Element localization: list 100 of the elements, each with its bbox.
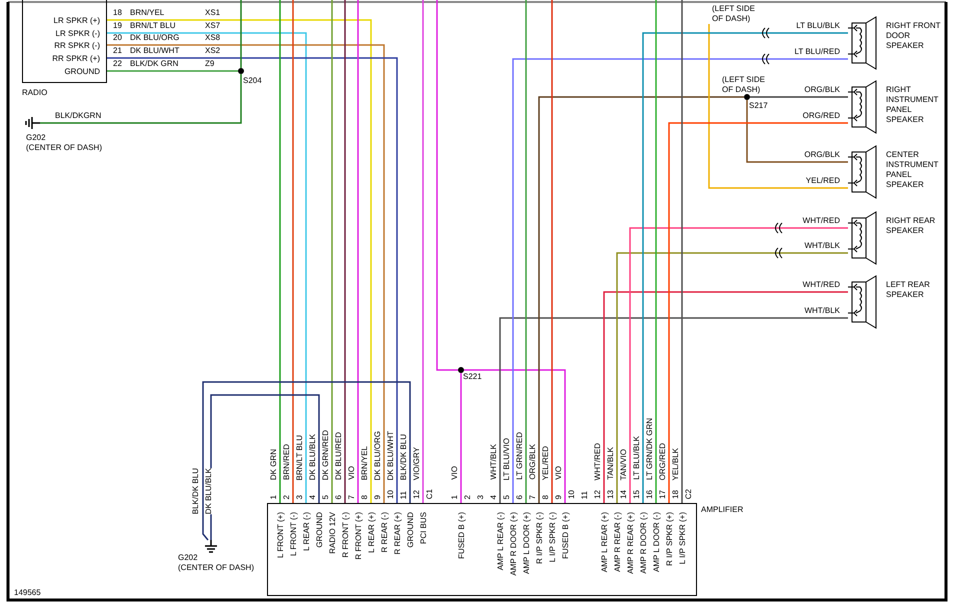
splice-label: S204 [243, 76, 262, 86]
wire [464, 369, 566, 503]
pin-number: 16 [645, 490, 655, 499]
pin-label: PCI BUS [419, 512, 429, 544]
pin-number: 22 [113, 59, 122, 69]
wire [708, 24, 848, 189]
wire-code: XS1 [205, 8, 220, 18]
figure-number: 149565 [14, 588, 41, 598]
wire [331, 0, 333, 503]
component-label: AMPLIFIER [701, 505, 744, 515]
wire-code: BRN/YEL [360, 446, 370, 480]
edge-label: WHT/RED [802, 216, 840, 226]
pin-label: R REAR (-) [380, 512, 390, 552]
pin-number: 1 [450, 494, 460, 499]
wire [668, 122, 848, 503]
location-note: (LEFT SIDE OF DASH) [708, 4, 764, 24]
pin-label: L REAR (-) [302, 512, 312, 551]
ground-label: G202 [26, 133, 46, 143]
wire [603, 291, 848, 503]
wire-code: YEL/RED [541, 446, 551, 480]
wire-code: DK GRN/RED [321, 430, 331, 480]
speaker-label: RIGHT REAR SPEAKER [886, 216, 936, 236]
splice-dot [744, 94, 750, 100]
pin-label: GROUND [64, 67, 100, 77]
speaker-label: LEFT REAR SPEAKER [886, 280, 931, 300]
wire-code: DK BLU/WHT [130, 46, 180, 56]
ground-label: G202 [178, 553, 198, 563]
pin-label: R FRONT (-) [341, 512, 351, 558]
wire-code: DK BLU/ORG [130, 33, 180, 43]
splice-label: S217 [749, 101, 768, 111]
wire [746, 100, 848, 163]
wire-code: DK BLU/ORG [373, 430, 383, 480]
edge-label: ORG/BLK [804, 85, 840, 95]
pin-number: 13 [606, 490, 616, 499]
pin-number: 3 [476, 494, 486, 499]
wire-code: BLK/DK GRN [130, 59, 178, 69]
ground-label: (CENTER OF DASH) [178, 563, 254, 573]
pin-number: 6 [334, 494, 344, 499]
wire-code: LT GRN/DK GRN [645, 418, 655, 480]
splice-dot [458, 367, 464, 373]
pin-label: AMP L REAR (-) [496, 512, 506, 570]
wire-code: XS7 [205, 21, 220, 31]
wire [202, 381, 411, 540]
wire-code: LT BLU/VIO [502, 438, 512, 480]
wire-code: VIO [554, 466, 564, 480]
wire-code: DK BLU/RED [334, 432, 344, 480]
pin-label: RR SPKR (+) [52, 54, 100, 64]
pin-number: 8 [360, 494, 370, 499]
pin-number: 12 [593, 490, 603, 499]
wire [525, 0, 527, 503]
pin-number: 17 [658, 490, 668, 499]
wire [240, 0, 242, 68]
pin-number: 4 [489, 494, 499, 499]
pin-number: C1 [425, 488, 435, 499]
edge-label: WHT/RED [802, 280, 840, 290]
wire-code: DK BLU/BLK [308, 434, 318, 480]
pin-number: 14 [619, 490, 629, 499]
pin-label: AMP L REAR (+) [600, 512, 610, 572]
wire [538, 96, 744, 503]
wire-code: WHT/BLK [489, 444, 499, 480]
pin-number: 9 [373, 494, 383, 499]
component-label: RADIO [22, 88, 48, 98]
pin-number: C2 [684, 488, 694, 499]
ground-label: (CENTER OF DASH) [26, 143, 102, 153]
pin-number: 2 [463, 494, 473, 499]
wire-code: BRN/LT BLU [295, 434, 305, 480]
pin-number: 5 [502, 494, 512, 499]
wire [460, 373, 462, 503]
pin-label: AMP R DOOR (-) [639, 512, 649, 574]
wire [107, 70, 238, 72]
edge-label: LT BLU/RED [794, 47, 840, 57]
pin-number: 10 [386, 490, 396, 499]
wire [292, 0, 294, 503]
wire-code: WHT/RED [593, 442, 603, 480]
pin-label: AMP R DOOR (+) [509, 512, 519, 576]
amplifier-box [267, 503, 697, 596]
wire [107, 32, 307, 503]
wire-code: LT GRN/RED [515, 432, 525, 480]
wire-code: ORG/RED [658, 442, 668, 480]
wire-code: ORG/BLK [528, 444, 538, 480]
wire [512, 58, 848, 503]
pin-label: FUSED B (+) [457, 512, 467, 559]
speaker-label: RIGHT FRONT DOOR SPEAKER [886, 21, 942, 51]
pin-label: L FRONT (+) [276, 512, 286, 558]
pin-label: FUSED B (+) [561, 512, 571, 559]
edge-label: WHT/BLK [804, 241, 840, 251]
pin-number: 21 [113, 46, 122, 56]
wire [357, 0, 359, 503]
pin-label: R REAR (+) [393, 512, 403, 554]
pin-number: 5 [321, 494, 331, 499]
splice-dot [238, 68, 244, 74]
wire [436, 0, 458, 371]
pin-number: 7 [347, 494, 357, 499]
wire-code: LT BLU/BLK [632, 436, 642, 480]
wire-code: YEL/BLK [671, 448, 681, 480]
wire-code: VIO [347, 466, 357, 480]
pin-label: L I/P SPKR (-) [548, 512, 558, 562]
wire-code: XS2 [205, 46, 220, 56]
pin-number: 11 [399, 490, 409, 499]
pin-label: RADIO 12V [328, 512, 338, 554]
